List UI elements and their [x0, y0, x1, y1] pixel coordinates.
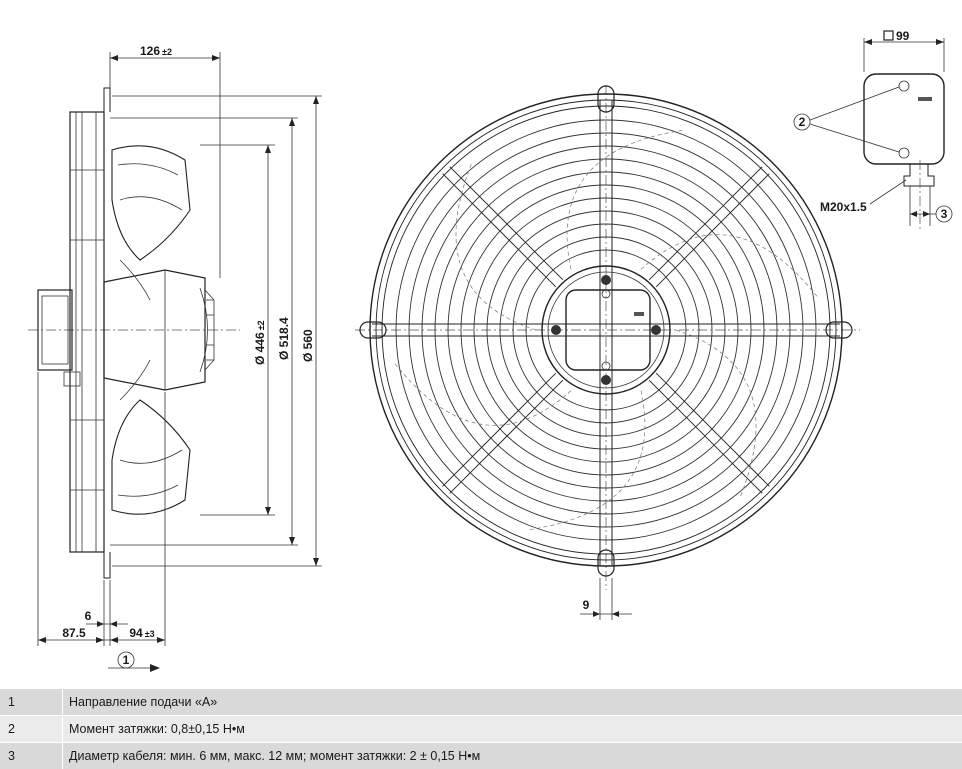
legend-number: 1	[8, 695, 15, 709]
guard-ring	[375, 99, 837, 561]
dim-9-value: 9	[583, 598, 590, 612]
guard-spoke	[655, 372, 770, 487]
blade-outline	[566, 129, 686, 270]
callout-2-label: 2	[799, 115, 806, 129]
legend-row: 1 Направление подачи «A»	[0, 688, 962, 715]
guard-ring	[525, 249, 687, 411]
guard-spoke	[449, 166, 564, 281]
svg-text:126±2: 126±2	[140, 44, 172, 58]
blade-outline	[526, 390, 646, 531]
legend-row: 3 Диаметр кабеля: мин. 6 мм, макс. 12 мм…	[0, 742, 962, 769]
svg-text:94±3: 94±3	[129, 626, 154, 640]
guard-ring	[434, 158, 778, 502]
blade-outline	[675, 329, 757, 499]
guard-ring	[473, 197, 739, 463]
guard-ring	[447, 171, 765, 489]
guard-spoke	[648, 166, 763, 281]
guard-ring	[408, 132, 804, 528]
blade-outline	[640, 234, 819, 299]
legend-text: Направление подачи «A»	[62, 689, 962, 715]
side-view: 126±2 Ø 446±2 Ø 518.4 Ø 560 6 87.5 94±	[28, 44, 322, 672]
guard-ring	[512, 236, 700, 424]
legend-number: 2	[8, 722, 15, 736]
fan-technical-drawing: 126±2 Ø 446±2 Ø 518.4 Ø 560 6 87.5 94±	[28, 29, 953, 672]
blade-outline	[393, 361, 572, 426]
legend-row: 2 Момент затяжки: 0,8±0,15 Н•м	[0, 715, 962, 742]
dim-99-value: 99	[896, 29, 910, 43]
dim-6-value: 6	[85, 609, 92, 623]
flow-direction-arrow	[150, 664, 160, 672]
dim-560-value: Ø 560	[301, 329, 315, 362]
terminal-box-front	[565, 289, 651, 371]
guard-rings	[369, 93, 843, 567]
dim-518-value: Ø 518.4	[277, 317, 291, 360]
thread-label: M20x1.5	[820, 200, 867, 214]
blade-outline	[455, 161, 537, 331]
legend-table: 1 Направление подачи «A» 2 Момент затяжк…	[0, 688, 962, 769]
front-view: 9	[355, 85, 860, 620]
svg-text:Ø 446±2: Ø 446 ±2	[253, 320, 267, 365]
terminal-box-side	[863, 73, 945, 165]
legend-text: Диаметр кабеля: мин. 6 мм, макс. 12 мм; …	[62, 743, 962, 769]
square-symbol	[883, 30, 894, 41]
callout-3-label: 3	[941, 207, 948, 221]
guard-spokes	[393, 129, 819, 531]
dim-94-value: 94	[129, 626, 143, 640]
guard-ring	[460, 184, 752, 476]
guard-spoke	[655, 173, 770, 288]
dim-446-tol: ±2	[256, 320, 266, 330]
guard-ring	[486, 210, 726, 450]
guard-ring	[395, 119, 817, 541]
dim-87-5-value: 87.5	[62, 626, 86, 640]
dim-94-tol: ±3	[145, 629, 155, 639]
guard-ring	[381, 105, 831, 555]
legend-number: 3	[8, 749, 15, 763]
dim-126-value: 126	[140, 44, 160, 58]
guard-spoke	[442, 372, 557, 487]
guard-spoke	[442, 173, 557, 288]
dim-126-tol: ±2	[162, 47, 172, 57]
guard-spoke	[648, 379, 763, 494]
legend-text: Момент затяжки: 0,8±0,15 Н•м	[62, 716, 962, 742]
callout-1-label: 1	[123, 653, 130, 667]
guard-ring	[421, 145, 791, 515]
guard-ring	[499, 223, 713, 437]
guard-spoke	[449, 379, 564, 494]
guard-ring	[369, 93, 843, 567]
terminal-box-view: 99 2 M20x1.5 3	[793, 29, 953, 230]
dim-446-value: Ø 446	[253, 332, 267, 365]
